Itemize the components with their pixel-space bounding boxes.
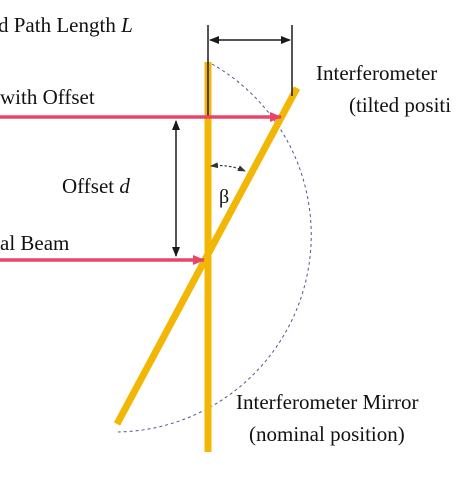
offset-label: Offset d	[62, 174, 130, 198]
rotation-arc	[117, 63, 312, 433]
path-length-label: d Path Length L	[0, 13, 133, 37]
mirror-nominal-label-line2: (nominal position)	[249, 422, 405, 446]
mirror-tilted-label-line2: (tilted positi	[349, 93, 451, 117]
mirror-tilted-label-line1: Interferometer	[316, 61, 437, 85]
angle-beta-label: β	[219, 186, 229, 208]
mirror-nominal-label-line1: Interferometer Mirror	[236, 390, 419, 414]
mirror-tilted	[113, 86, 301, 426]
angle-arc	[210, 162, 246, 172]
nominal-beam-label: al Beam	[0, 231, 69, 255]
beam-offset-label: with Offset	[0, 85, 95, 109]
